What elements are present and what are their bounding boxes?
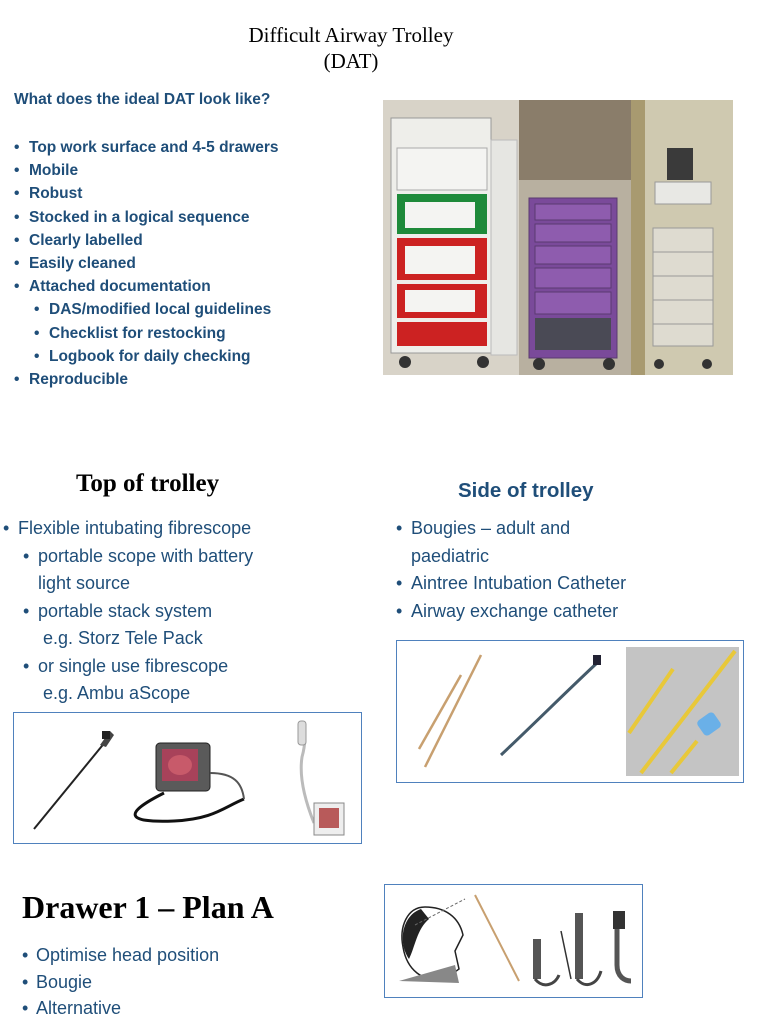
top-subitem: portable stack system bbox=[38, 600, 213, 621]
side-item: Airway exchange catheter bbox=[411, 600, 619, 621]
top-list: • Flexible intubating fibrescope • porta… bbox=[0, 515, 253, 708]
drawer-item: Alternative bbox=[36, 998, 122, 1018]
ideal-item: Easily cleaned bbox=[14, 252, 279, 275]
ideal-item: Mobile bbox=[14, 159, 279, 182]
ideal-item: Robust bbox=[14, 182, 279, 205]
ideal-list: Top work surface and 4-5 drawers Mobile … bbox=[14, 136, 279, 391]
ideal-item: Top work surface and 4-5 drawers bbox=[14, 136, 278, 159]
ideal-item: Attached documentation bbox=[14, 275, 279, 298]
top-subitem-cont: e.g. Ambu aScope bbox=[43, 683, 191, 703]
side-item: Bougies – adult and bbox=[411, 518, 571, 538]
side-item-cont: paediatric bbox=[411, 545, 490, 566]
ideal-subitem: DAS/modified local guidelines bbox=[34, 298, 279, 321]
laryngoscope-images bbox=[384, 884, 643, 998]
fibrescope-images bbox=[13, 712, 362, 844]
ideal-item: Clearly labelled bbox=[14, 229, 279, 252]
top-subitem: or single use fibrescope bbox=[38, 655, 229, 676]
catheter-images bbox=[396, 640, 744, 783]
top-subitem: portable scope with battery bbox=[38, 545, 254, 566]
drawer-item: Optimise head position bbox=[36, 945, 220, 965]
drawer-list: • Optimise head position • Bougie • Alte… bbox=[22, 945, 220, 1018]
side-item: Aintree Intubation Catheter bbox=[411, 573, 627, 593]
top-subitem-cont: e.g. Storz Tele Pack bbox=[43, 628, 203, 648]
side-heading: Side of trolley bbox=[458, 479, 594, 502]
ideal-subitem: Checklist for restocking bbox=[34, 322, 279, 345]
top-item: Flexible intubating fibrescope bbox=[18, 518, 252, 538]
subtitle-line: (DAT) bbox=[323, 49, 379, 73]
side-list: • Bougies – adult and paediatric • Aintr… bbox=[392, 515, 626, 625]
ideal-subitem: Logbook for daily checking bbox=[34, 345, 279, 368]
page-title: Difficult Airway Trolley (DAT) bbox=[0, 22, 702, 74]
ideal-item: Stocked in a logical sequence bbox=[14, 206, 279, 229]
trolley-photos bbox=[383, 100, 733, 375]
drawer-item: Bougie bbox=[36, 971, 93, 992]
ideal-question: What does the ideal DAT look like? bbox=[14, 91, 271, 108]
top-heading: Top of trolley bbox=[76, 470, 220, 497]
title-line: Difficult Airway Trolley bbox=[248, 23, 454, 47]
drawer-heading: Drawer 1 – Plan A bbox=[22, 889, 274, 925]
top-subitem-cont: light source bbox=[38, 573, 131, 593]
ideal-item: Reproducible bbox=[14, 368, 279, 391]
